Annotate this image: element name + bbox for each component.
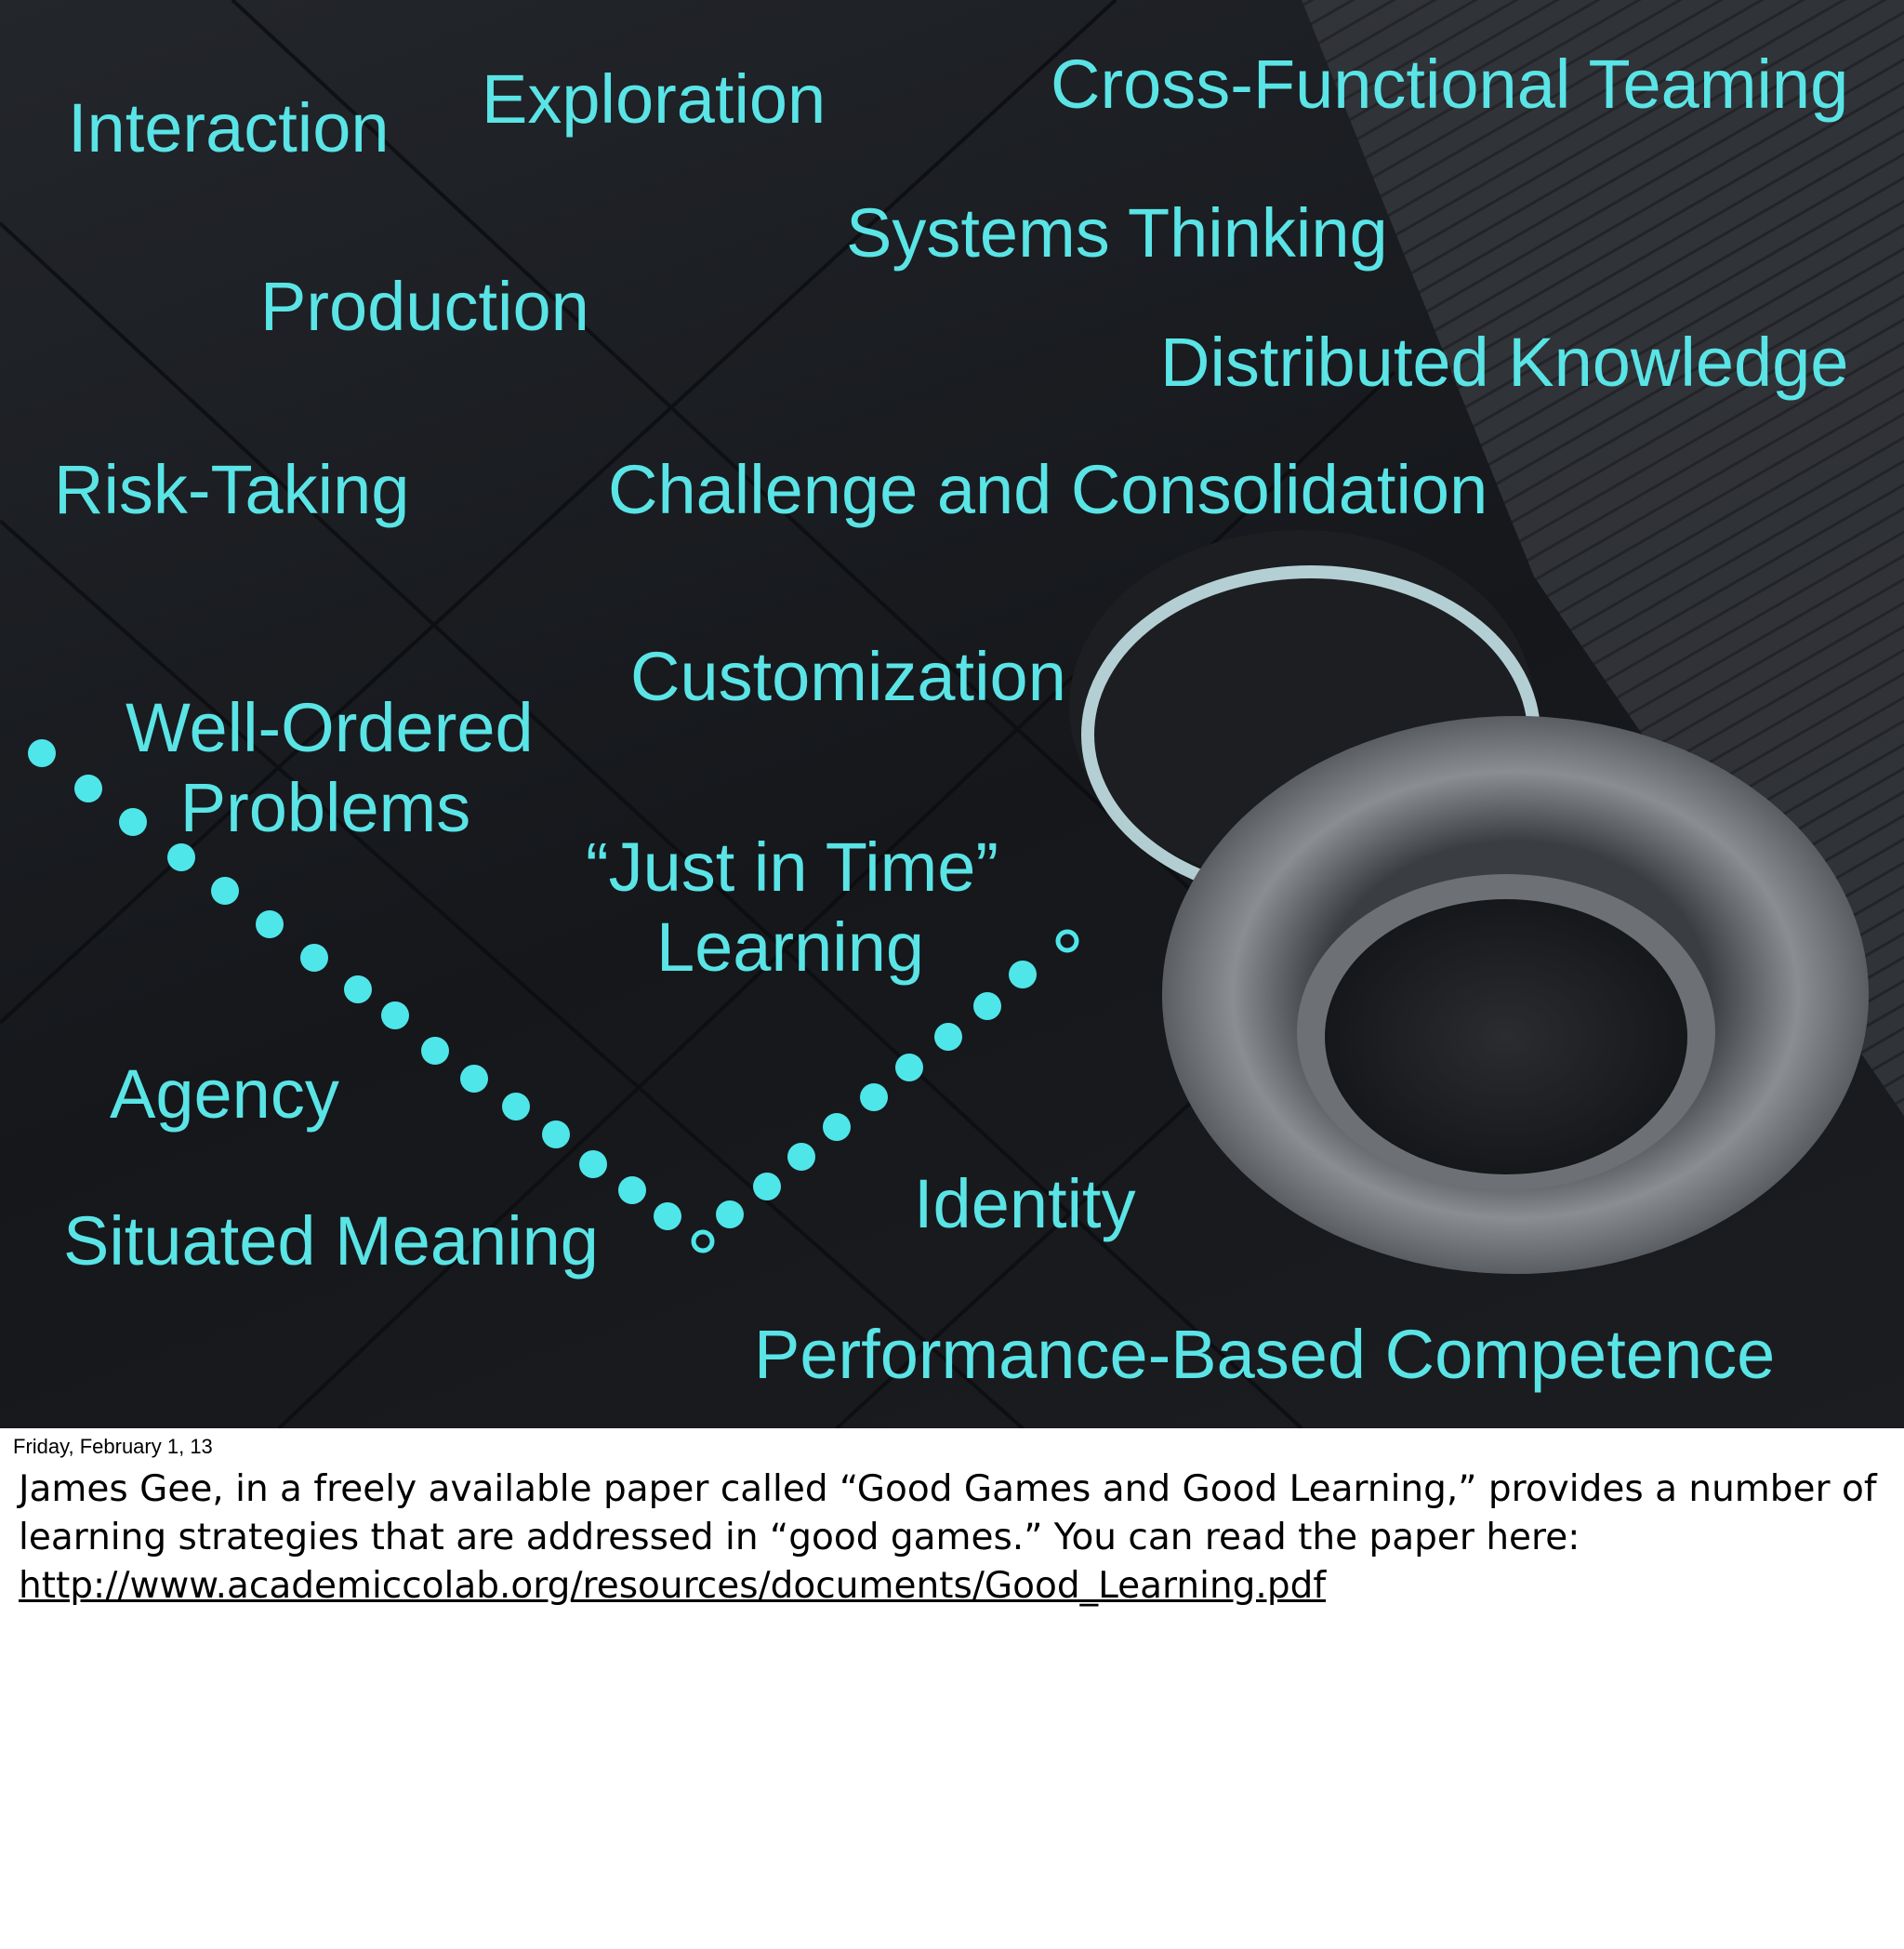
light-dot bbox=[934, 1023, 962, 1051]
just-in-time-line2: Learning bbox=[655, 908, 924, 986]
light-dot bbox=[1009, 961, 1037, 988]
light-dot bbox=[973, 992, 1001, 1020]
presenter-date: Friday, February 1, 13 bbox=[13, 1435, 213, 1458]
light-dot bbox=[716, 1200, 744, 1228]
slide: Interaction Exploration Cross-Functional… bbox=[0, 0, 1904, 1428]
light-dot bbox=[28, 739, 56, 767]
well-ordered-line1: Well-Ordered bbox=[126, 689, 534, 766]
light-dot bbox=[823, 1113, 851, 1141]
term-cross-functional-teaming: Cross-Functional Teaming bbox=[1051, 46, 1849, 123]
light-dot bbox=[119, 808, 147, 836]
light-dot bbox=[300, 944, 328, 972]
portal-device bbox=[1069, 530, 1869, 1274]
term-distributed-knowledge: Distributed Knowledge bbox=[1160, 324, 1849, 401]
light-dot bbox=[344, 975, 372, 1003]
light-dot bbox=[542, 1120, 570, 1148]
light-dot bbox=[74, 775, 102, 802]
term-performance-based-competence: Performance-Based Competence bbox=[754, 1316, 1776, 1393]
light-dot bbox=[654, 1202, 681, 1230]
light-dot bbox=[256, 910, 284, 938]
term-systems-thinking: Systems Thinking bbox=[846, 194, 1388, 272]
light-dot bbox=[421, 1037, 449, 1065]
term-well-ordered-problems: Well-Ordered Problems bbox=[126, 688, 534, 848]
light-dot bbox=[895, 1054, 923, 1081]
term-customization: Customization bbox=[630, 638, 1066, 715]
term-agency: Agency bbox=[110, 1055, 339, 1133]
light-dot bbox=[753, 1173, 781, 1200]
term-interaction: Interaction bbox=[68, 89, 390, 166]
light-dot bbox=[860, 1083, 888, 1111]
light-dot bbox=[167, 843, 195, 871]
term-situated-meaning: Situated Meaning bbox=[63, 1202, 599, 1279]
light-dot bbox=[381, 1001, 409, 1029]
term-production: Production bbox=[260, 268, 589, 345]
light-dots bbox=[28, 739, 1079, 1253]
portal-background bbox=[0, 0, 1904, 1428]
term-exploration: Exploration bbox=[482, 60, 826, 138]
paper-link[interactable]: http://www.academiccolab.org/resources/d… bbox=[19, 1565, 1327, 1607]
term-risk-taking: Risk-Taking bbox=[54, 451, 410, 528]
notes-text: James Gee, in a freely available paper c… bbox=[19, 1468, 1877, 1558]
light-ring bbox=[1055, 929, 1079, 953]
term-just-in-time-learning: “Just in Time” Learning bbox=[586, 828, 999, 988]
light-dot bbox=[618, 1176, 646, 1204]
light-ring bbox=[691, 1229, 715, 1253]
light-dot bbox=[211, 877, 239, 905]
well-ordered-line2: Problems bbox=[179, 769, 471, 846]
light-dot bbox=[579, 1150, 607, 1178]
term-challenge-and-consolidation: Challenge and Consolidation bbox=[608, 451, 1488, 528]
light-dot bbox=[502, 1093, 530, 1120]
presenter-notes: James Gee, in a freely available paper c… bbox=[19, 1465, 1887, 1611]
term-identity: Identity bbox=[914, 1165, 1136, 1242]
light-dot bbox=[787, 1143, 815, 1171]
just-in-time-line1: “Just in Time” bbox=[586, 829, 999, 906]
light-dot bbox=[460, 1065, 488, 1093]
